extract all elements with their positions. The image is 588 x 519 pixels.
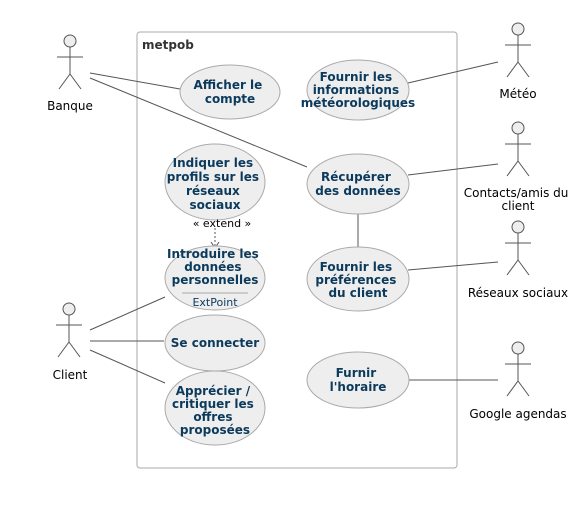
- assoc-meteo-fournir-info: [407, 61, 499, 84]
- actor-google-icon: [505, 341, 531, 397]
- actor-reseaux-icon: [505, 220, 531, 276]
- uc-introduire-donnees: [164, 245, 266, 311]
- actor-client-icon: [56, 302, 82, 358]
- system-title: metpob: [142, 38, 194, 52]
- actor-banque-label: Banque: [47, 99, 93, 113]
- ext-point-label: ExtPoint: [192, 296, 238, 309]
- assoc-banque-recuperer: [89, 77, 308, 168]
- uc-furnir-horaire: [306, 351, 410, 409]
- assoc-client-introduire: [89, 296, 166, 331]
- uc-afficher-label: Afficher le compte: [194, 78, 267, 106]
- uc-connecter-label: Se connecter: [171, 336, 260, 350]
- uc-fournir-info-label: Fournir les informations météorologiques: [301, 70, 415, 110]
- actor-banque-icon: [57, 34, 83, 90]
- extend-label: « extend »: [193, 217, 252, 230]
- uc-indiquer-profils: [164, 143, 266, 221]
- uc-apprecier-offres: [164, 370, 266, 446]
- actor-meteo-label: Météo: [499, 87, 536, 101]
- actor-client-label: Client: [53, 368, 88, 382]
- assoc-reseaux-fournir-pref: [407, 261, 499, 271]
- actor-reseaux-label: Réseaux sociaux: [468, 286, 568, 300]
- actor-contacts-icon: [505, 121, 531, 177]
- uc-afficher-compte: [179, 64, 281, 120]
- uc-fournir-informations: [306, 59, 410, 121]
- uc-apprecier-label: Apprécier / critiquer les offres proposé…: [172, 384, 258, 437]
- actor-contacts-label: Contacts/amis du client: [464, 186, 572, 213]
- actor-google-label: Google agendas: [469, 407, 566, 421]
- assoc-client-apprecier: [89, 349, 166, 384]
- uc-introduire-label: Introduire les données personnelles: [167, 247, 263, 287]
- assoc-banque-afficher: [89, 72, 181, 90]
- assoc-contacts-recuperer: [407, 163, 499, 176]
- uc-furnir-label: Furnir l'horaire: [330, 366, 387, 394]
- uc-fournir-preferences: [306, 246, 410, 312]
- uc-recuperer-label: Récupérer des données: [315, 170, 400, 198]
- uc-indiquer-label: Indiquer les profils sur les réseaux soc…: [167, 156, 263, 212]
- uc-recuperer-donnees: [306, 153, 410, 215]
- uc-fournir-pref-label: Fournir les préférences du client: [315, 260, 400, 300]
- actor-meteo-icon: [505, 22, 531, 78]
